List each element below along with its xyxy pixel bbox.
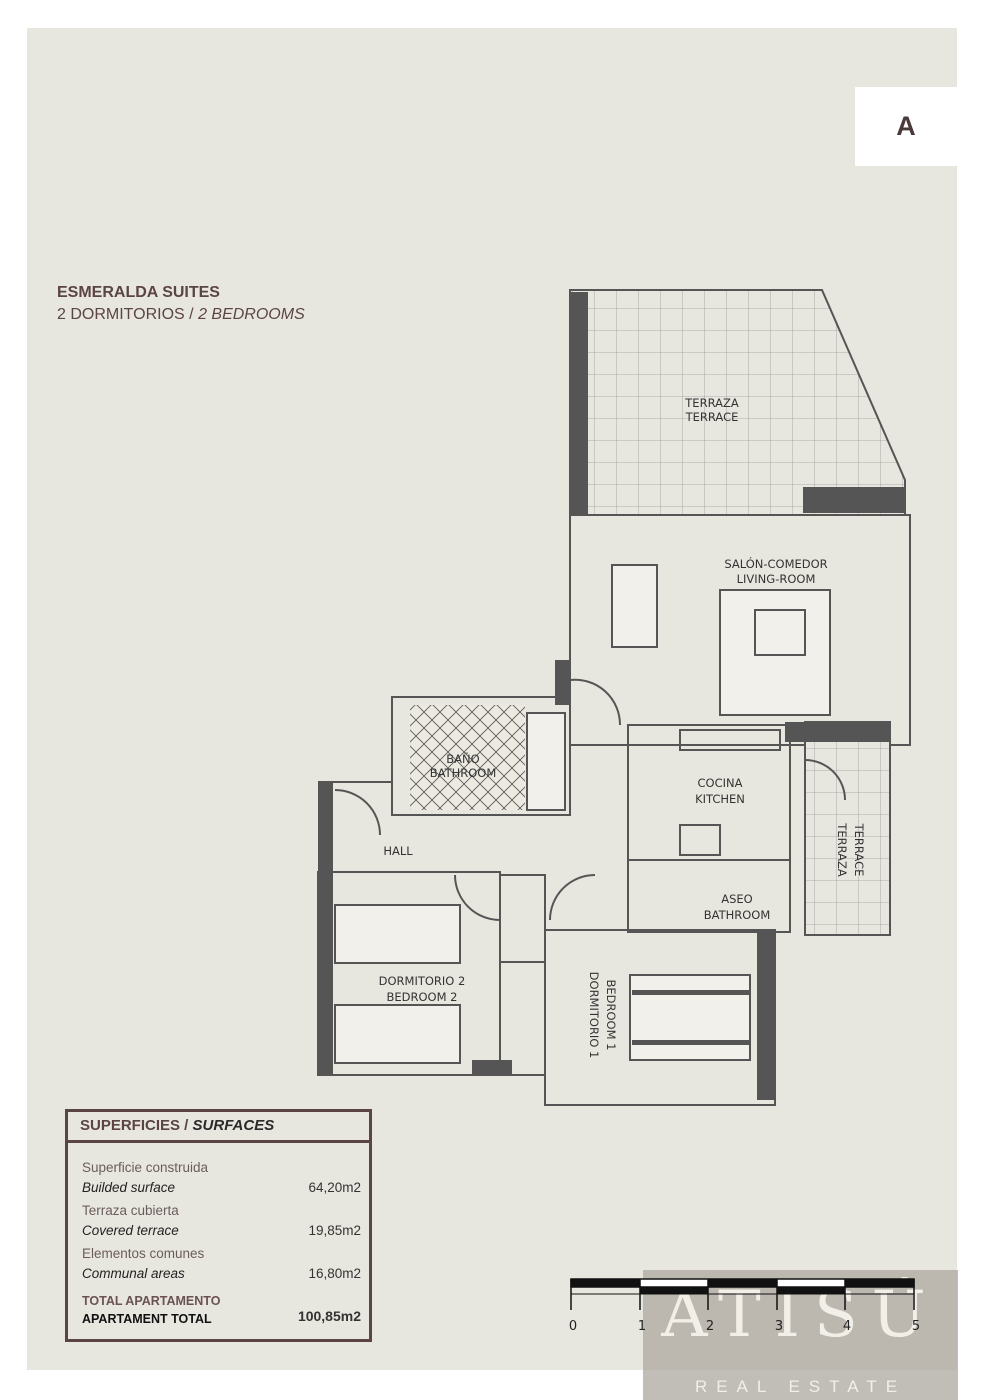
surfaces-header: SUPERFICIES / SURFACES (68, 1112, 369, 1143)
total-label-en: APARTAMENT TOTAL (82, 1312, 212, 1326)
side-terrace (804, 721, 891, 936)
total-label-es: TOTAL APARTAMENTO (82, 1294, 221, 1308)
bedroom2-en: BEDROOM 2 (387, 990, 458, 1004)
bed-2b (334, 1004, 461, 1064)
row-label-en: Covered terrace (82, 1223, 179, 1238)
counter (679, 729, 781, 751)
surface-row: Elementos comunes Communal areas 16,80m2 (82, 1246, 361, 1281)
kitchen-es: COCINA (698, 776, 743, 790)
toilet-es: ASEO (721, 892, 753, 906)
dining-table (611, 564, 658, 648)
bathroom-en: BATHROOM (430, 766, 497, 780)
terrace-side-en: TERRACE (852, 823, 866, 877)
toilet-en: BATHROOM (704, 908, 771, 922)
living-es: SALÓN-COMEDOR (724, 556, 827, 571)
unit-tag: A (855, 87, 957, 166)
bedrooms-en: 2 BEDROOMS (198, 306, 305, 323)
scale-tick-5: 5 (912, 1319, 920, 1334)
row-label-en: Builded surface (82, 1180, 176, 1195)
row-value: 19,85m2 (308, 1223, 361, 1238)
bed-2a (334, 904, 461, 964)
kitchen-en: KITCHEN (695, 792, 745, 806)
bathroom-es: BAÑO (446, 751, 479, 766)
surfaces-title-en: SURFACES (192, 1117, 275, 1134)
room-labels: TERRAZA TERRACE SALÓN-COMEDOR LIVING-ROO… (379, 396, 866, 1058)
terrace-side-es: TERRAZA (835, 822, 849, 877)
row-label-es: Terraza cubierta (82, 1203, 179, 1218)
row-label-es: Elementos comunes (82, 1246, 205, 1261)
bedroom-count: 2 DORMITORIOS / 2 BEDROOMS (57, 306, 305, 324)
separator: / (184, 306, 199, 323)
row-label-en: Communal areas (82, 1266, 185, 1281)
living-room (569, 514, 911, 746)
row-label-es: Superficie construida (82, 1160, 209, 1175)
toilet (627, 859, 791, 933)
door-swing (334, 678, 846, 921)
surface-row: Superficie construida Builded surface 64… (82, 1160, 361, 1195)
surfaces-table: SUPERFICIES / SURFACES Superficie constr… (65, 1109, 372, 1342)
hob (679, 824, 721, 856)
scale-tick-3: 3 (775, 1319, 783, 1334)
row-value: 16,80m2 (308, 1266, 361, 1281)
scale-tick-4: 4 (843, 1319, 851, 1334)
scale-tick-1: 1 (638, 1319, 646, 1334)
scale-tick-2: 2 (706, 1319, 714, 1334)
bedrooms-es: 2 DORMITORIOS (57, 306, 185, 323)
solid-walls (318, 292, 905, 1100)
bedroom2-es: DORMITORIO 2 (379, 974, 466, 988)
bedroom1-es: DORMITORIO 1 (587, 972, 601, 1059)
page-title: ESMERALDA SUITES 2 DORMITORIOS / 2 BEDRO… (57, 284, 305, 324)
coffee-table (754, 609, 806, 656)
hall-label: HALL (383, 844, 413, 858)
total-row: TOTAL APARTAMENTO APARTAMENT TOTAL 100,8… (82, 1294, 361, 1326)
bathroom-floor (410, 705, 525, 810)
total-value: 100,85m2 (297, 1308, 361, 1324)
watermark-subtitle: REAL ESTATE (694, 1377, 907, 1396)
floor-plan: TERRAZA TERRACE SALÓN-COMEDOR LIVING-ROO… (317, 289, 911, 1106)
terrace-top-en: TERRACE (685, 410, 739, 424)
bed-1 (629, 974, 751, 1061)
surface-row: Terraza cubierta Covered terrace 19,85m2 (82, 1203, 361, 1238)
bathtub (526, 712, 566, 811)
surfaces-title-es: SUPERFICIES / (80, 1117, 193, 1134)
wardrobes (499, 874, 546, 1076)
hall-walls (318, 744, 628, 816)
scale-tick-0: 0 (569, 1319, 577, 1334)
scale-bar: 0 1 2 3 4 5 (569, 1278, 920, 1334)
project-name: ESMERALDA SUITES (57, 284, 220, 301)
row-value: 64,20m2 (308, 1180, 361, 1195)
bedroom1-en: BEDROOM 1 (604, 980, 618, 1051)
living-en: LIVING-ROOM (737, 572, 816, 586)
terrace-top-es: TERRAZA (684, 396, 739, 410)
